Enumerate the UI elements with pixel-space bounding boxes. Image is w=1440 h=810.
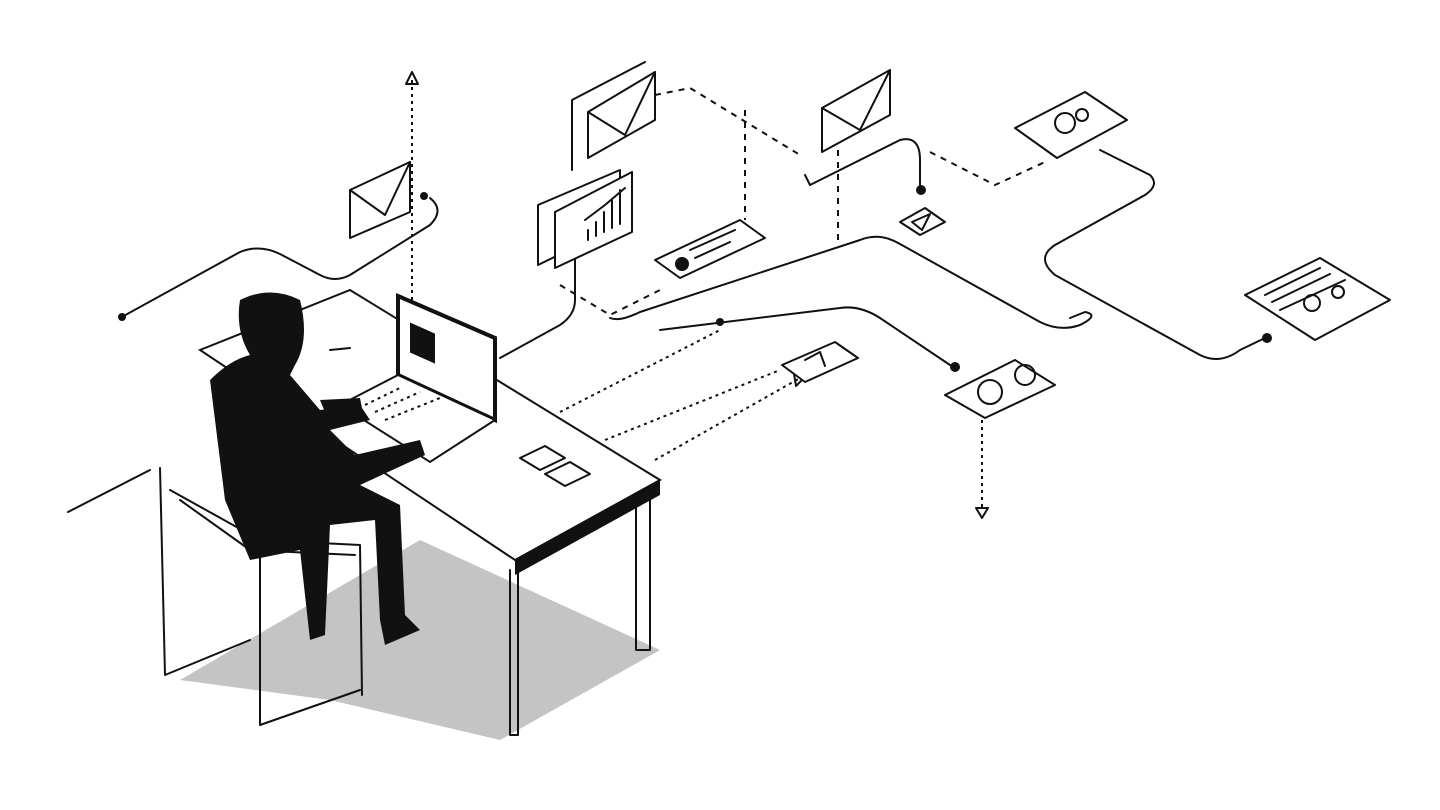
- person-silhouette: [210, 292, 425, 645]
- document-gear-icon: [1244, 257, 1391, 341]
- send-icon: [899, 207, 946, 236]
- document-icon: [654, 219, 766, 279]
- gear-icon: [1014, 91, 1128, 159]
- envelope-icon: [821, 69, 891, 153]
- gear-icon: [944, 359, 1056, 419]
- sticky-notes: [519, 445, 591, 487]
- connector-lines: [67, 71, 1272, 519]
- envelope-icon: [571, 61, 656, 171]
- message-icon: [781, 341, 859, 383]
- floor-shadow: [180, 540, 660, 740]
- bar-chart-icon: [537, 169, 633, 269]
- laptop: [337, 292, 498, 464]
- envelope-icon: [349, 161, 411, 239]
